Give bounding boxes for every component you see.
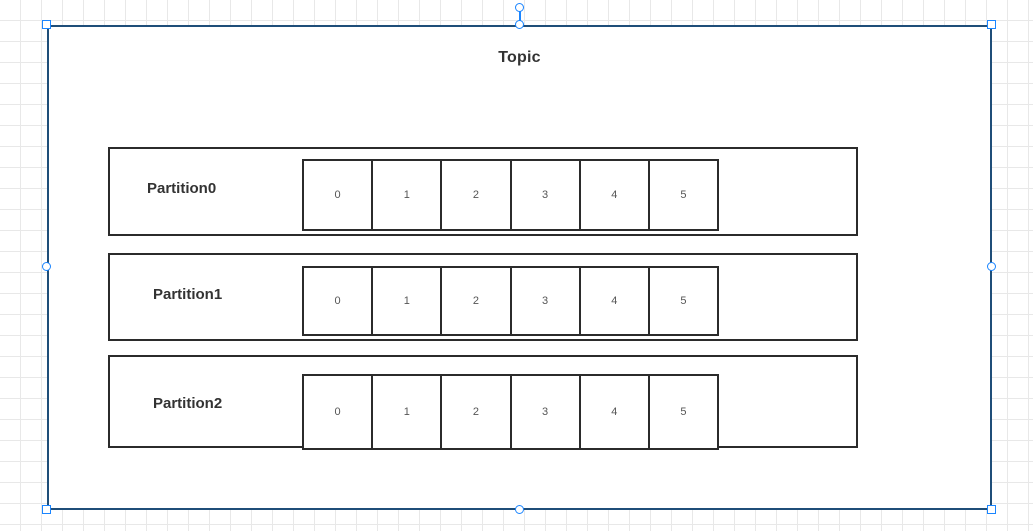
offset-cell: 1 xyxy=(373,161,443,229)
offset-cell: 5 xyxy=(680,295,687,307)
resize-handle-e[interactable] xyxy=(987,262,996,271)
offset-cell: 0 xyxy=(304,376,374,448)
offset-cell: 3 xyxy=(512,268,581,334)
offset-cell: 2 xyxy=(442,376,512,448)
offset-cell: 2 xyxy=(442,161,512,229)
offset-cell: 0 xyxy=(304,161,374,229)
resize-handle-w[interactable] xyxy=(42,262,51,271)
offset-strip: 0 1 2 3 4 5 xyxy=(302,266,719,336)
resize-handle-nw[interactable] xyxy=(42,20,51,29)
page-title: Topic xyxy=(498,49,541,66)
rotate-handle-icon[interactable] xyxy=(515,3,524,12)
rotate-stem xyxy=(519,9,521,27)
offset-cell: 4 xyxy=(581,268,650,334)
offset-cell: 2 xyxy=(442,268,512,334)
resize-handle-s[interactable] xyxy=(515,505,524,514)
partition-row[interactable]: Partition2 0 1 2 3 4 5 xyxy=(108,355,858,450)
partition-row[interactable]: Partition0 0 1 2 3 4 5 xyxy=(108,147,858,236)
resize-handle-n[interactable] xyxy=(515,20,524,29)
offset-cell: 5 xyxy=(680,406,687,418)
offset-cell: 1 xyxy=(373,376,443,448)
offset-cell: 4 xyxy=(581,376,650,448)
offset-cell: 0 xyxy=(304,268,374,334)
offset-cell: 4 xyxy=(581,161,650,229)
offset-cell: 1 xyxy=(373,268,443,334)
offset-cell: 3 xyxy=(512,161,581,229)
partition-label: Partition0 xyxy=(147,180,217,197)
offset-strip: 0 1 2 3 4 5 xyxy=(302,159,719,231)
resize-handle-ne[interactable] xyxy=(987,20,996,29)
resize-handle-sw[interactable] xyxy=(42,505,51,514)
offset-cell: 5 xyxy=(680,189,687,201)
partition-label: Partition2 xyxy=(153,395,223,412)
offset-cell: 3 xyxy=(512,376,581,448)
partition-row[interactable]: Partition1 0 1 2 3 4 5 xyxy=(108,253,858,341)
offset-strip: 0 1 2 3 4 5 xyxy=(302,374,719,450)
resize-handle-se[interactable] xyxy=(987,505,996,514)
topic-container-shape[interactable]: Topic Partition0 0 1 2 3 4 5 Partition1 … xyxy=(47,25,992,510)
partition-label: Partition1 xyxy=(153,286,223,303)
